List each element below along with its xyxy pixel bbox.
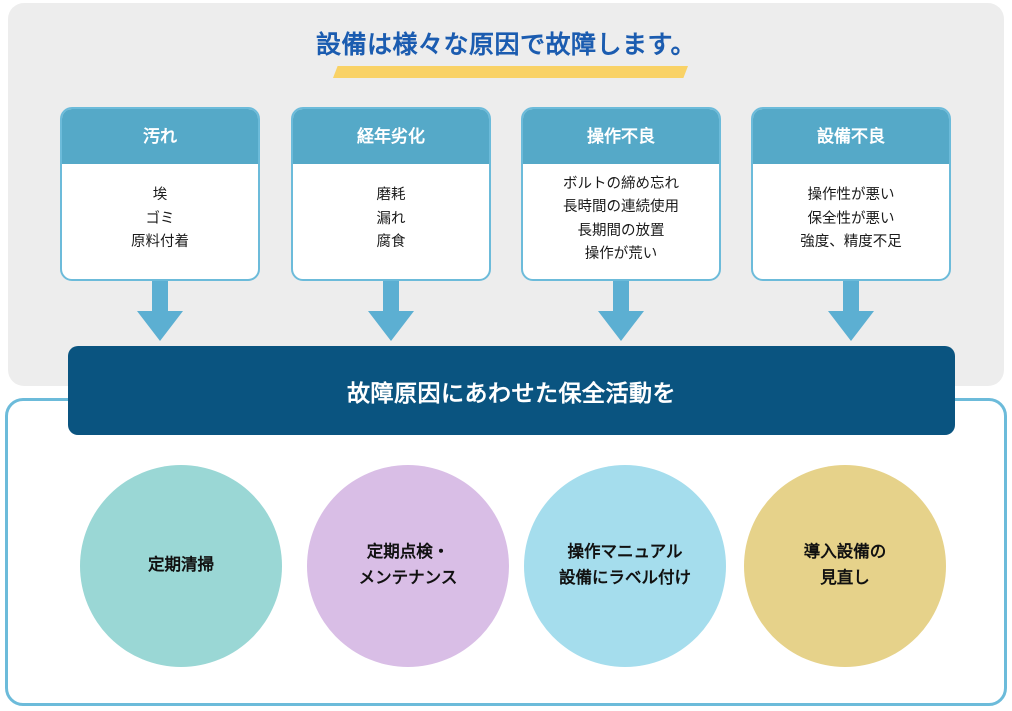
action-line: 導入設備の: [803, 543, 887, 562]
cause-item: 原料付着: [131, 234, 189, 251]
action-circle-4: 導入設備の 見直し: [744, 465, 946, 667]
cause-card-4: 設備不良 操作性が悪い 保全性が悪い 強度、精度不足: [751, 107, 951, 281]
cause-item: 保全性が悪い: [807, 210, 895, 227]
cause-item: 腐食: [376, 234, 406, 251]
action-circle-1: 定期清掃: [80, 465, 282, 667]
action-circle-4-label: 導入設備の 見直し: [796, 540, 895, 591]
cause-item: 長時間の連続使用: [563, 199, 679, 216]
action-circle-2-label: 定期点検・ メンテナンス: [351, 540, 466, 591]
diagram-title-text: 設備は様々な原因で故障します。: [315, 31, 696, 59]
cause-card-3-body: ボルトの締め忘れ 長時間の連続使用 長期間の放置 操作が荒い: [523, 164, 719, 279]
action-circle-2: 定期点検・ メンテナンス: [307, 465, 509, 667]
title-underline: [333, 66, 688, 78]
cause-item: 強度、精度不足: [800, 234, 902, 251]
cause-item: ゴミ: [145, 210, 175, 227]
cause-card-3: 操作不良 ボルトの締め忘れ 長時間の連続使用 長期間の放置 操作が荒い: [521, 107, 721, 281]
cause-item: 磨耗: [376, 187, 406, 204]
cause-card-2-header: 経年劣化: [293, 109, 489, 164]
cause-item: 操作性が悪い: [807, 187, 895, 204]
action-circle-3-label: 操作マニュアル 設備にラベル付け: [551, 540, 699, 591]
cause-card-3-header: 操作不良: [523, 109, 719, 164]
diagram-title: 設備は様々な原因で故障します。: [0, 30, 1012, 60]
maintenance-banner: 故障原因にあわせた保全活動を: [68, 346, 955, 435]
cause-card-2: 経年劣化 磨耗 漏れ 腐食: [291, 107, 491, 281]
arrow-down-icon: [598, 281, 644, 345]
action-circle-1-label: 定期清掃: [140, 553, 222, 579]
cause-card-1: 汚れ 埃 ゴミ 原料付着: [60, 107, 260, 281]
arrow-down-icon: [828, 281, 874, 345]
cause-card-2-body: 磨耗 漏れ 腐食: [293, 164, 489, 279]
action-line: メンテナンス: [358, 569, 458, 587]
action-line: 定期点検・: [366, 543, 450, 562]
action-line: 設備にラベル付け: [559, 569, 691, 587]
action-line: 定期清掃: [148, 556, 214, 575]
cause-item: 長期間の放置: [577, 222, 665, 239]
cause-item: 埃: [152, 187, 168, 204]
maintenance-banner-text: 故障原因にあわせた保全活動を: [347, 379, 676, 406]
cause-card-4-body: 操作性が悪い 保全性が悪い 強度、精度不足: [753, 164, 949, 279]
cause-item: 漏れ: [376, 210, 406, 227]
cause-item: ボルトの締め忘れ: [563, 175, 679, 192]
action-line: 見直し: [820, 569, 870, 587]
arrow-down-icon: [137, 281, 183, 345]
action-circle-3: 操作マニュアル 設備にラベル付け: [524, 465, 726, 667]
cause-item: 操作が荒い: [584, 245, 658, 262]
cause-card-1-body: 埃 ゴミ 原料付着: [62, 164, 258, 279]
cause-card-1-header: 汚れ: [62, 109, 258, 164]
action-line: 操作マニュアル: [567, 543, 683, 562]
cause-card-4-header: 設備不良: [753, 109, 949, 164]
arrow-down-icon: [368, 281, 414, 345]
